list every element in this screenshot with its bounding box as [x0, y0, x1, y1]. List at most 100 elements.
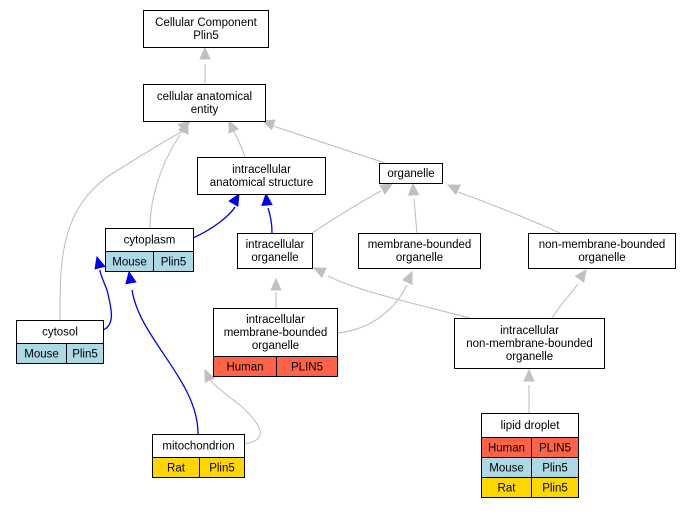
node-box [528, 233, 676, 269]
arrowhead-icon [574, 269, 587, 283]
arrowhead-icon [523, 368, 535, 382]
node-label-line: organelle [578, 252, 625, 264]
edge-line [149, 134, 181, 229]
node-label-line: cytoplasm [124, 235, 176, 247]
species-label: Rat [167, 463, 186, 475]
annotation-row: Mouse Plin5 [481, 457, 579, 478]
arrowhead-icon [270, 277, 282, 291]
arrowhead-icon [228, 119, 240, 134]
arrowhead-icon [261, 119, 276, 131]
edge-line [457, 191, 561, 234]
annotation-row: Mouse Plin5 [105, 251, 194, 272]
gene-label: Plin5 [161, 257, 187, 269]
edge-line [209, 379, 261, 445]
gene-cell [199, 457, 245, 478]
species-label: Human [226, 362, 263, 374]
edge-line [59, 129, 186, 321]
edge-mitochondrion-to-cytoplasm [125, 270, 199, 435]
arrowhead-icon [446, 184, 461, 196]
node-box [481, 413, 579, 438]
edge-intracellular-non-membrane-bounded-organelle-to-intracellular-organelle [312, 267, 471, 319]
node-label-line: organelle [506, 351, 553, 363]
node-box [197, 157, 326, 195]
edge-intracellular-organelle-to-organelle [311, 183, 394, 234]
edge-cytoplasm-to-anatomical-entity [149, 120, 189, 229]
edge-line [232, 129, 246, 158]
edge-line [267, 207, 273, 234]
gene-label: PLIN5 [539, 443, 571, 455]
annotation-row: Human PLIN5 [213, 356, 338, 377]
node-label-line: Plin5 [193, 30, 219, 42]
edge-lipid-droplet-to-intracellular-non-membrane-bounded-organelle [523, 368, 535, 413]
edge-intracellular-membrane-bounded-organelle-to-intracellular-organelle [270, 277, 282, 308]
edge-line [131, 289, 199, 435]
gene-label: PLIN5 [291, 362, 323, 374]
edge-intracellular-structure-to-anatomical-entity [228, 119, 246, 158]
node-label-line: mitochondrion [162, 441, 234, 453]
node-label-line: organelle [251, 252, 298, 264]
node-label-line: membrane-bounded [224, 327, 328, 339]
arrowhead-icon [407, 182, 420, 196]
edge-cytoplasm-to-intracellular-structure [192, 192, 240, 239]
edge-line [272, 125, 386, 164]
arrowhead-icon [401, 270, 413, 285]
species-label: Rat [498, 483, 517, 495]
node-organelle[interactable]: organelle [379, 163, 443, 184]
node-label-line: intracellular [246, 239, 305, 251]
node-label-line: cytosol [42, 327, 78, 339]
arrowhead-icon [312, 267, 327, 279]
edge-intracellular-non-membrane-bounded-organelle-to-non-membrane-bounded-organelle [551, 269, 587, 319]
node-label-line: entity [191, 104, 219, 116]
node-box [237, 233, 313, 269]
node-label-line: anatomical structure [210, 177, 314, 189]
gene-label: Plin5 [72, 349, 98, 361]
gene-cell [531, 477, 579, 498]
edge-line [413, 198, 418, 234]
edge-line [311, 190, 382, 234]
node-label-line: intracellular [246, 314, 305, 326]
node-label-line: intracellular [500, 325, 559, 337]
species-label: Human [488, 443, 525, 455]
species-label: Mouse [112, 257, 147, 269]
arrowhead-icon [125, 270, 137, 285]
edge-line [336, 284, 408, 334]
edge-non-membrane-bounded-organelle-to-organelle [446, 184, 561, 234]
node-intracellular-membrane-bounded-organelle[interactable]: intracellularmembrane-boundedorganelleHu… [213, 308, 338, 377]
node-label-line: non-membrane-bounded [539, 239, 666, 251]
node-label-line: intracellular [232, 164, 291, 176]
node-box [379, 163, 443, 184]
arrowhead-icon [204, 368, 216, 383]
node-label-line: organelle [252, 340, 299, 352]
node-intracellular-non-membrane-bounded-organelle[interactable]: intracellularnon-membrane-boundedorganel… [454, 318, 605, 369]
gene-label: Plin5 [542, 463, 568, 475]
edges-layer [59, 46, 587, 445]
edge-anatomical-entity-to-cc-root [199, 46, 211, 84]
node-label-line: cellular anatomical [157, 91, 252, 103]
arrowhead-icon [379, 183, 394, 195]
edge-mitochondrion-to-intracellular-membrane-bounded-organelle [204, 368, 261, 445]
annotation-row: Human PLIN5 [481, 437, 579, 458]
edge-organelle-to-anatomical-entity [261, 119, 386, 164]
species-label: Mouse [489, 463, 524, 475]
edge-intracellular-organelle-to-intracellular-structure [261, 192, 273, 234]
node-box [454, 318, 605, 369]
node-label-line: non-membrane-bounded [466, 338, 593, 350]
arrowhead-icon [94, 255, 106, 270]
node-label-line: Cellular Component [155, 17, 257, 29]
edge-membrane-bounded-organelle-to-organelle [407, 182, 420, 234]
gene-cell [276, 356, 338, 377]
gene-label: Plin5 [542, 483, 568, 495]
